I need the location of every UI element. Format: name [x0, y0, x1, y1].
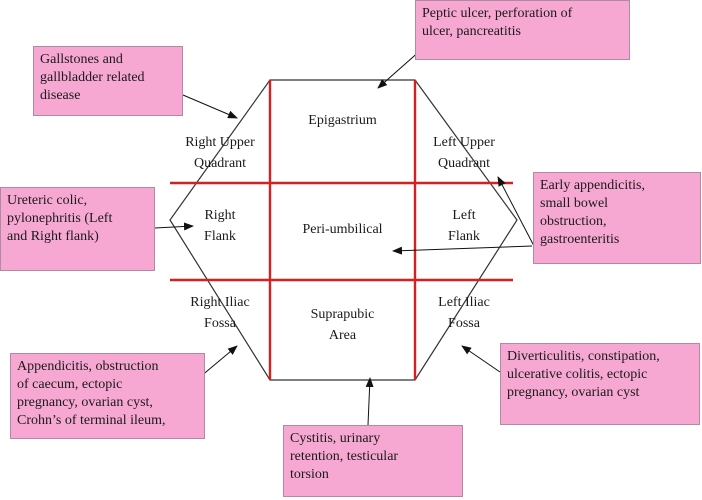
region-label-line: Left: [452, 208, 476, 223]
region-left-iliac-fossa: Left Iliac Fossa: [415, 292, 513, 334]
region-right-upper-quadrant: Right Upper Quadrant: [170, 132, 270, 174]
arrow-early-appendicitis: [392, 245, 533, 255]
region-right-flank: Right Flank: [170, 205, 270, 247]
region-label-line: Suprapubic: [310, 307, 375, 322]
note-line: pylonephritis (Left: [7, 211, 113, 226]
note-ureteric-colic: Ureteric colic, pylonephritis (Left and …: [0, 187, 155, 271]
arrow-gallstones: [182, 94, 238, 119]
note-line: ulcer, pancreatitis: [422, 24, 521, 39]
note-cystitis: Cystitis, urinary retention, testicular …: [283, 425, 463, 497]
note-line: Appendicitis, obstruction: [17, 359, 159, 374]
region-label-line: Epigastrium: [308, 113, 377, 128]
note-peptic-ulcer: Peptic ulcer, perforation of ulcer, panc…: [415, 0, 630, 60]
region-label-line: Peri-umbilical: [302, 222, 383, 237]
arrow-early-appendicitis-upper: [497, 176, 535, 247]
note-line: of caecum, ectopic: [17, 377, 123, 392]
note-line: gastroenteritis: [540, 232, 620, 247]
region-label-line: Fossa: [204, 316, 236, 331]
note-gallstones: Gallstones and gallbladder related disea…: [33, 46, 183, 116]
note-line: pregnancy, ovarian cyst,: [17, 395, 153, 410]
arrow-diverticulitis: [461, 345, 501, 373]
note-line: obstruction,: [540, 214, 607, 229]
region-right-iliac-fossa: Right Iliac Fossa: [170, 292, 270, 334]
note-line: torsion: [290, 467, 329, 482]
note-line: small bowel: [540, 196, 609, 211]
region-label-line: Quadrant: [193, 156, 247, 171]
note-line: pregnancy, ovarian cyst: [507, 385, 640, 400]
region-label-line: Right: [204, 208, 236, 223]
note-early-appendicitis: Early appendicitis, small bowel obstruct…: [533, 172, 701, 264]
region-label-line: Right Iliac: [190, 295, 250, 310]
region-label-line: Right Upper: [185, 135, 255, 150]
region-suprapubic-area: Suprapubic Area: [270, 304, 415, 346]
note-line: Cystitis, urinary: [290, 431, 381, 446]
note-line: Ureteric colic,: [7, 193, 88, 208]
region-label-line: Area: [328, 328, 357, 343]
arrow-appendicitis: [199, 345, 238, 378]
region-label-line: Quadrant: [437, 156, 491, 171]
note-line: retention, testicular: [290, 449, 399, 464]
region-left-upper-quadrant: Left Upper Quadrant: [415, 132, 513, 174]
note-line: disease: [40, 88, 81, 103]
note-line: gallbladder related: [40, 70, 145, 85]
note-line: Early appendicitis,: [540, 178, 645, 193]
pointer-arrows: [154, 41, 535, 426]
note-line: Diverticulitis, constipation,: [507, 349, 660, 364]
region-label-line: Left Iliac: [438, 295, 490, 310]
region-left-flank: Left Flank: [415, 205, 513, 247]
region-label-line: Left Upper: [433, 135, 495, 150]
note-appendicitis: Appendicitis, obstruction of caecum, ect…: [10, 353, 205, 439]
region-periumbilical: Peri-umbilical: [270, 219, 415, 240]
region-label-line: Fossa: [448, 316, 480, 331]
arrow-cystitis: [365, 377, 374, 426]
region-epigastrium: Epigastrium: [270, 110, 415, 131]
note-line: Crohn’s of terminal ileum,: [17, 413, 166, 428]
arrow-ureteric: [154, 222, 194, 231]
note-line: and Right flank): [7, 229, 99, 244]
note-line: Gallstones and: [40, 52, 123, 67]
note-diverticulitis: Diverticulitis, constipation, ulcerative…: [500, 343, 700, 425]
note-line: ulcerative colitis, ectopic: [507, 367, 648, 382]
region-grid: [170, 80, 513, 380]
region-label-line: Flank: [448, 229, 480, 244]
region-label-line: Flank: [204, 229, 236, 244]
note-line: Peptic ulcer, perforation of: [422, 6, 573, 21]
